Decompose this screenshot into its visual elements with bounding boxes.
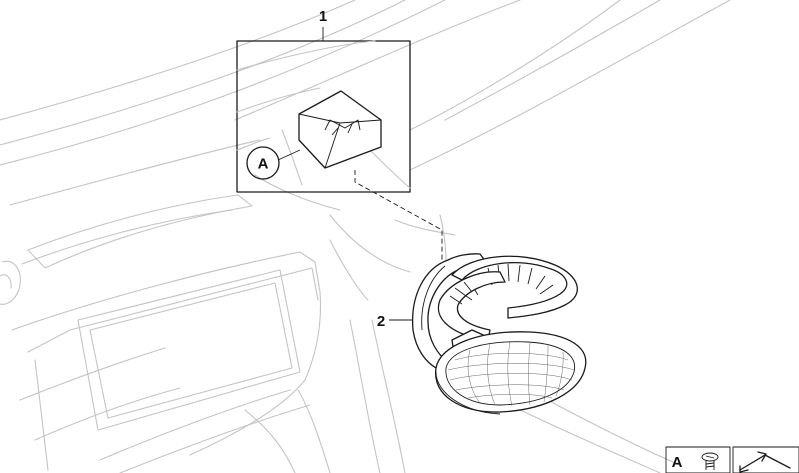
leader-dashed	[354, 170, 443, 262]
screw-icon	[701, 452, 719, 470]
callout-2-label: 2	[377, 313, 385, 330]
callout-2: 2	[377, 313, 413, 330]
callout-1-label: 1	[319, 8, 327, 25]
detail-box-part1	[236, 40, 411, 193]
callout-1: 1	[319, 8, 327, 41]
detail-marker-A: A	[246, 146, 301, 180]
legend-label: A	[672, 454, 683, 471]
arrow-icon	[739, 451, 791, 473]
legend: A	[665, 446, 799, 473]
detail-marker-label: A	[258, 156, 269, 173]
cupholder-icon	[411, 253, 587, 415]
cover-cap-icon	[298, 90, 382, 169]
console-background	[0, 0, 731, 473]
